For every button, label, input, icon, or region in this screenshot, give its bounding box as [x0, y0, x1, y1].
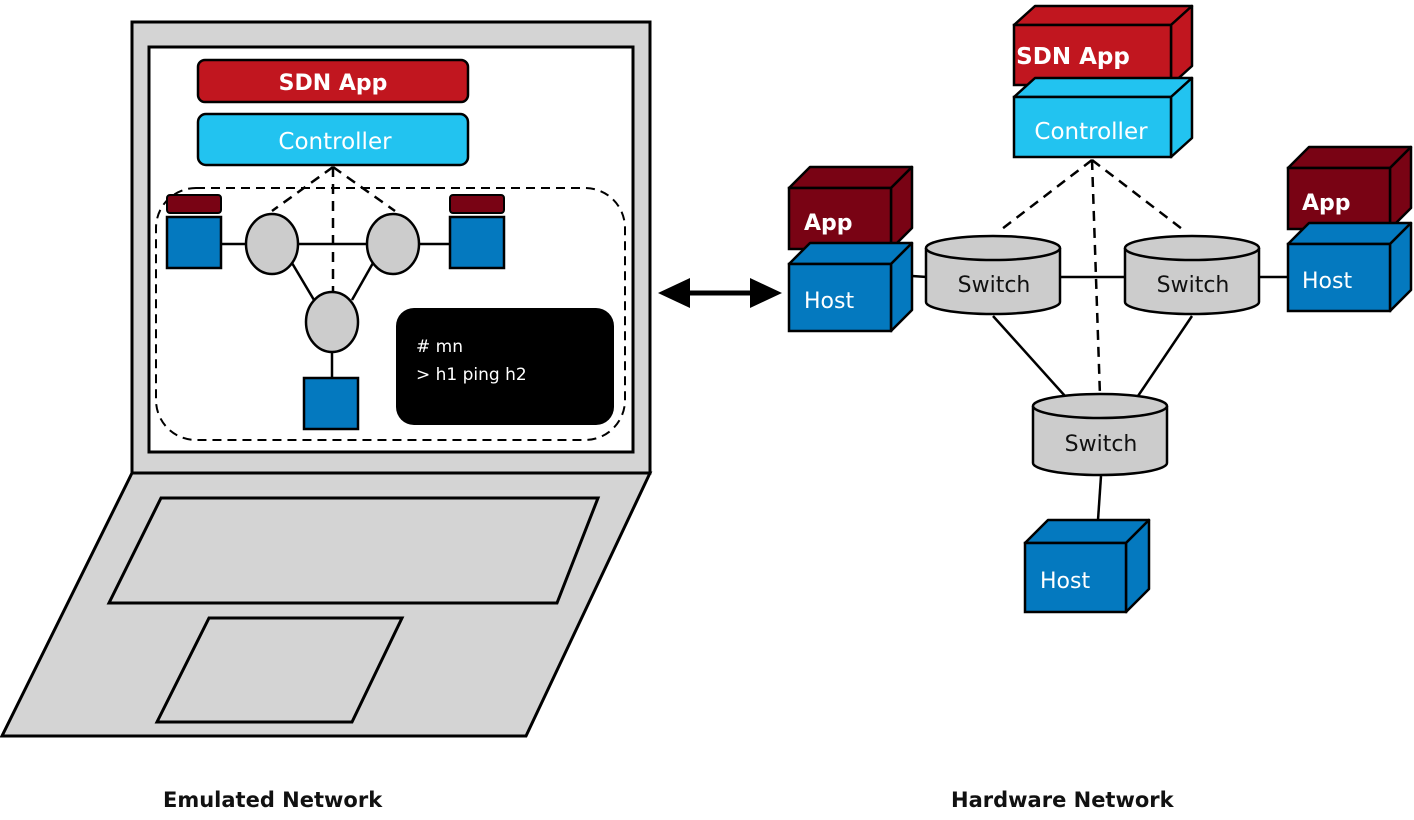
- terminal-line: > h1 ping h2: [416, 365, 527, 385]
- hardware-switch: Switch: [1123, 234, 1261, 316]
- emulated-switch: [244, 212, 300, 276]
- double-arrow-icon: [658, 278, 782, 308]
- hardware-sdn-app: SDN App: [1012, 4, 1194, 87]
- emulated-controller-label: Controller: [278, 129, 392, 155]
- hardware-switch-label: Switch: [1065, 432, 1138, 457]
- hardware-host: [1286, 242, 1392, 313]
- emulated-host-app: [166, 194, 222, 214]
- hardware-switch: Switch: [1031, 392, 1169, 477]
- hardware-app-label: App: [804, 211, 853, 236]
- hardware-switch-label: Switch: [1157, 273, 1230, 298]
- hardware-host-label: Host: [804, 289, 854, 314]
- hardware-host-right: App Host: [1286, 145, 1413, 313]
- emulated-data-links: [222, 242, 450, 378]
- emulated-sdn-app: SDN App: [196, 58, 470, 104]
- emulated-network-caption: Emulated Network: [163, 788, 383, 812]
- hardware-control-links: [997, 159, 1187, 397]
- terminal-window: # mn > h1 ping h2: [396, 308, 614, 425]
- terminal-line: # mn: [416, 337, 463, 357]
- emulated-host: [448, 215, 506, 270]
- hardware-switch: Switch: [924, 234, 1062, 316]
- hardware-controller: Controller: [1012, 76, 1194, 159]
- hardware-sdn-app-label: SDN App: [1016, 44, 1130, 70]
- hardware-host-label: Host: [1302, 269, 1352, 294]
- hardware-app-label: App: [1302, 191, 1351, 216]
- emulated-host-app: [449, 194, 505, 214]
- emulated-controller: Controller: [196, 112, 470, 167]
- hardware-host-left: App Host: [787, 165, 914, 333]
- emulated-sdn-app-label: SDN App: [279, 71, 388, 96]
- hardware-controller-label: Controller: [1034, 119, 1148, 145]
- emulated-switch: [304, 290, 360, 354]
- hardware-switch-label: Switch: [958, 273, 1031, 298]
- emulated-control-links: [271, 165, 396, 292]
- hardware-host-label: Host: [1040, 569, 1090, 594]
- laptop-touchpad: [154, 616, 405, 724]
- hardware-host: [1023, 541, 1128, 614]
- hardware-network-caption: Hardware Network: [951, 788, 1174, 812]
- emulated-host: [165, 215, 223, 270]
- emulated-switch: [365, 212, 421, 276]
- hardware-data-links: [911, 274, 1290, 521]
- hardware-host: [787, 262, 893, 333]
- hardware-host-bottom: Host: [1023, 518, 1151, 614]
- laptop-keyboard: [106, 496, 601, 605]
- emulated-host: [302, 376, 360, 431]
